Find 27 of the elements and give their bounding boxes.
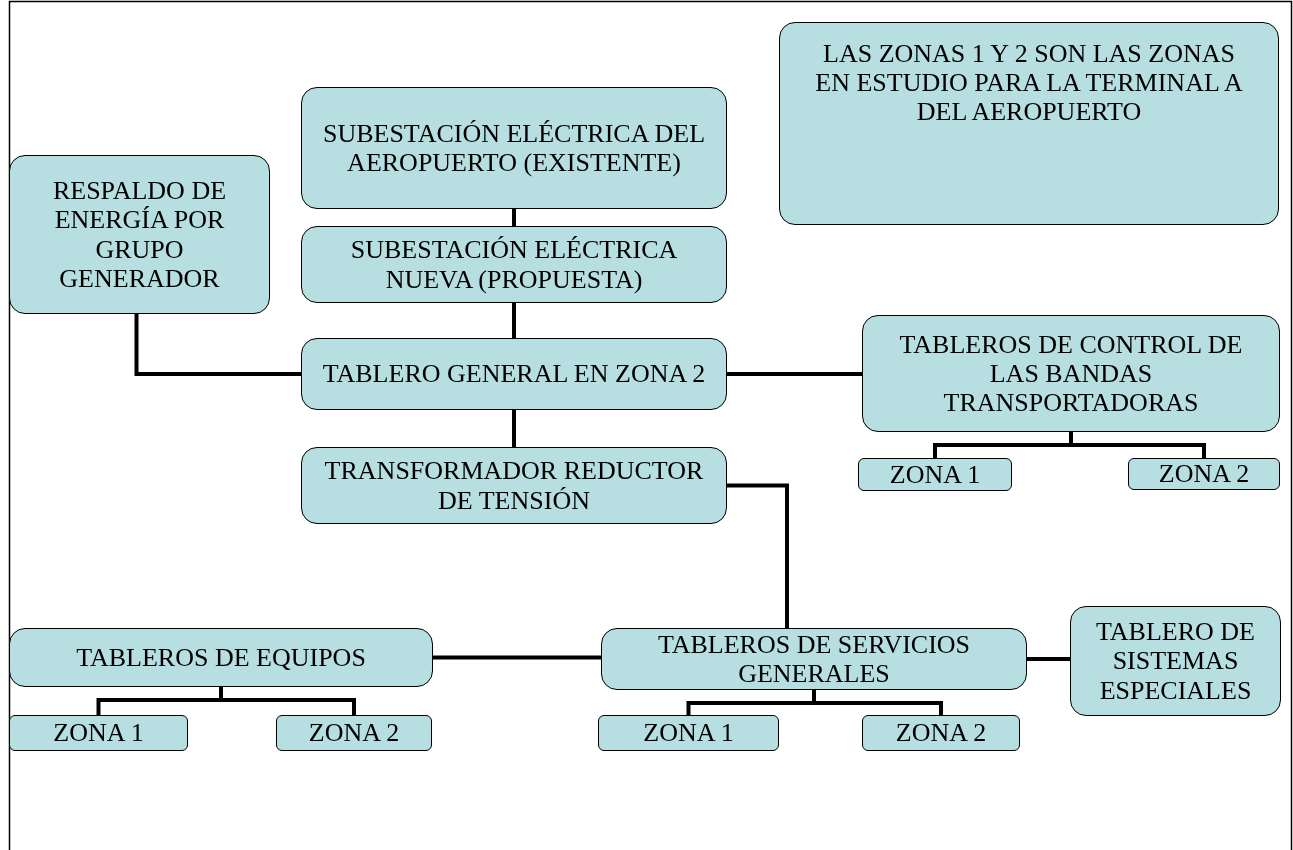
connector-line: [431, 655, 603, 660]
process-box: SUBESTACIÓN ELÉCTRICA DEL AEROPUERTO (EXISTENTE): [301, 87, 727, 209]
note-box: LAS ZONAS 1 Y 2 SON LAS ZONAS EN ESTUDIO PARA LA TERMINAL A DEL AEROPUERTO: [779, 22, 1279, 225]
connector-line: [1069, 430, 1206, 460]
connector-line: [512, 207, 516, 228]
zone-box: ZONA 1: [9, 715, 188, 751]
connector-line: [725, 372, 864, 376]
connector-line: [812, 688, 943, 717]
zone-box: ZONA 2: [276, 715, 432, 751]
process-box: TABLERO DE SISTEMAS ESPECIALES: [1070, 606, 1281, 716]
zone-box: ZONA 2: [1128, 458, 1280, 490]
process-box: SUBESTACIÓN ELÉCTRICA NUEVA (PROPUESTA): [301, 226, 727, 303]
zone-box: ZONA 1: [598, 715, 779, 751]
process-box: TABLEROS DE EQUIPOS: [9, 628, 433, 687]
process-box: TABLEROS DE SERVICIOS GENERALES: [601, 628, 1027, 690]
connector-line: [1025, 657, 1072, 661]
process-box: RESPALDO DE ENERGÍA POR GRUPO GENERADOR: [9, 155, 270, 314]
connector-line: [512, 301, 516, 340]
zone-box: ZONA 1: [858, 458, 1012, 491]
process-box: TABLERO GENERAL EN ZONA 2: [301, 338, 727, 410]
connector-line: [219, 685, 356, 717]
zone-box: ZONA 2: [862, 715, 1020, 751]
connector-line: [725, 483, 789, 630]
process-box: TRANSFORMADOR REDUCTOR DE TENSIÓN: [301, 447, 727, 524]
process-box: TABLEROS DE CONTROL DE LAS BANDAS TRANSPORTADORAS: [862, 315, 1280, 432]
connector-line: [512, 408, 516, 449]
connector-line: [134, 312, 303, 376]
